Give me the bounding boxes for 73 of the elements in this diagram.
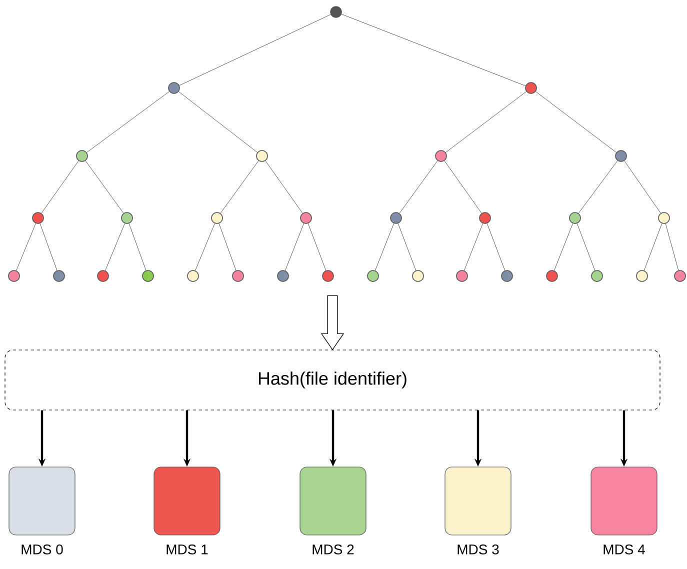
node-label: MDS 3	[458, 544, 499, 554]
tree-node-circle	[615, 150, 627, 162]
tree-edge	[374, 223, 394, 271]
tree-node-circle	[456, 270, 468, 282]
tree-node-circle	[390, 212, 402, 224]
tree-edge	[179, 14, 331, 86]
tree-edge	[86, 91, 170, 153]
tree-node-circle	[232, 270, 244, 282]
tree-node-circle	[636, 270, 648, 282]
tree-node-circle	[53, 270, 65, 282]
tree-edge	[445, 91, 527, 153]
node-label: MDS 1	[166, 544, 208, 554]
tree-node-circle	[211, 212, 223, 224]
tree-edge	[578, 160, 618, 214]
tree-node-circle	[330, 6, 342, 18]
tree-node-circle	[674, 270, 686, 282]
tree-edge	[399, 160, 438, 214]
tree-edge	[665, 223, 679, 271]
tree-node-circle	[501, 270, 513, 282]
tree-edge	[398, 223, 416, 271]
tree-node-circle	[525, 82, 537, 94]
tree-edge	[535, 91, 617, 153]
tree-node-circle	[658, 212, 670, 224]
tree-node-circle	[591, 270, 603, 282]
server-box: MDS 1	[154, 466, 220, 554]
hash-box: Hash(file identifier)	[4, 350, 660, 410]
tree-edge	[40, 223, 58, 271]
tree-edge	[308, 223, 326, 271]
tree-edge	[41, 160, 79, 214]
tree-node-circle	[479, 212, 491, 224]
hollow-arrow	[320, 295, 344, 350]
tree-edge	[341, 14, 526, 86]
tree-node-circle	[76, 150, 88, 162]
tree-node-circle	[277, 270, 289, 282]
tree-node-circle	[546, 270, 558, 282]
tree-node-circle	[142, 270, 154, 282]
tree-edge	[284, 223, 304, 271]
server-box: MDS 3	[444, 466, 512, 554]
tree-edge	[486, 223, 506, 271]
tree-node-circle	[412, 270, 424, 282]
tree-edge	[265, 160, 303, 214]
node-label: MDS 2	[312, 544, 354, 554]
node-label: MDS 4	[604, 544, 645, 554]
tree-edge	[218, 223, 236, 271]
server-box: MDS 0	[8, 466, 76, 554]
tree-node-circle	[121, 212, 133, 224]
tree-edge	[220, 160, 259, 214]
tree-edge	[464, 223, 484, 271]
tree-node-circle	[322, 270, 334, 282]
tree-node-circle	[569, 212, 581, 224]
server-box: MDS 2	[300, 466, 366, 554]
tree-edge	[554, 223, 574, 271]
tree-node-circle	[168, 82, 180, 94]
server-box: MDS 4	[590, 466, 658, 554]
tree-node-circle	[367, 270, 379, 282]
tree-edge	[128, 223, 146, 271]
node-label: MDS 0	[22, 544, 63, 554]
tree-edge	[85, 160, 124, 214]
tree-edge	[178, 91, 258, 153]
tree-node-circle	[97, 270, 109, 282]
tree-node-circle	[256, 150, 268, 162]
tree-node-circle	[300, 212, 312, 224]
tree-edge	[644, 223, 662, 271]
tree-edge	[576, 223, 596, 271]
tree-edge	[16, 223, 36, 271]
tree-edge	[195, 223, 215, 271]
tree-edge	[105, 223, 125, 271]
tree-node-circle	[187, 270, 199, 282]
tree-node-circle	[435, 150, 447, 162]
tree-edge	[624, 160, 661, 214]
tree-node-circle	[8, 270, 20, 282]
tree-node-circle	[32, 212, 44, 224]
tree-edge	[444, 160, 482, 214]
